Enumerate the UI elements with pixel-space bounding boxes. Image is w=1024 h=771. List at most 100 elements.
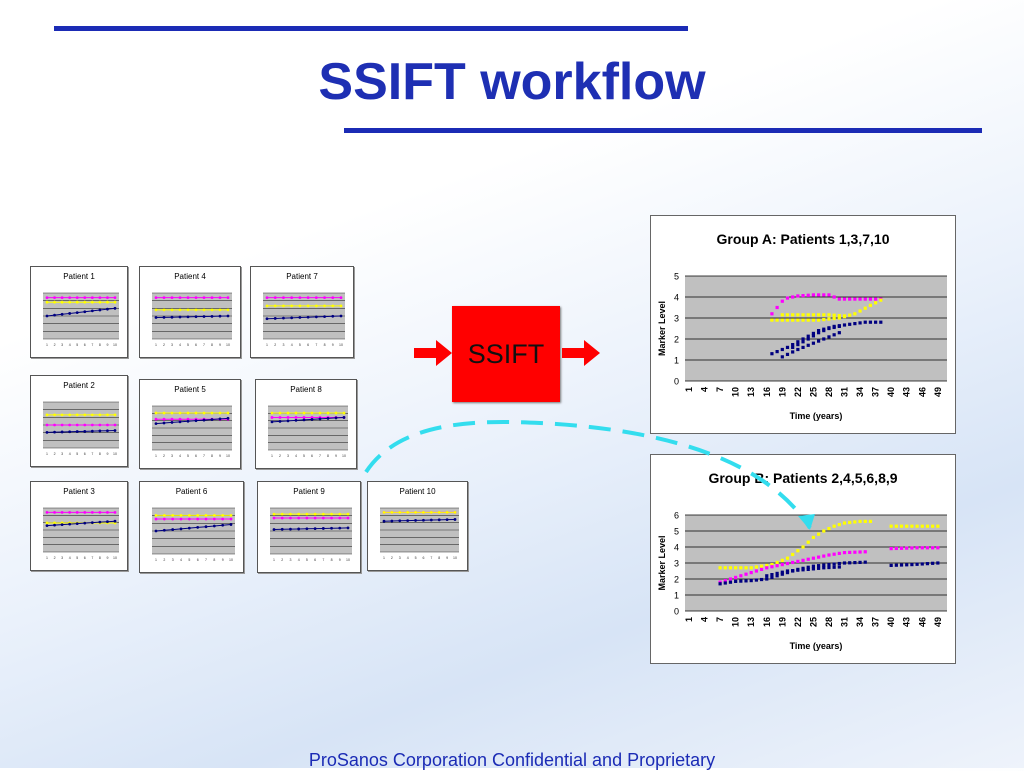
patient-data-point (338, 512, 342, 516)
patient-data-point (45, 413, 49, 417)
data-point (920, 546, 924, 550)
patient-tick-label: 6 (84, 343, 86, 347)
patient-tick-label: 4 (291, 343, 293, 347)
patient-data-point (202, 411, 206, 415)
input-arrow (414, 340, 452, 366)
y-tick-label: 6 (674, 511, 679, 521)
patient-tick-label: 1 (155, 558, 157, 562)
patient-data-point (113, 300, 117, 304)
patient-data-point (305, 512, 309, 516)
data-point (822, 563, 826, 567)
x-tick-label: 16 (762, 617, 772, 627)
x-tick-label: 7 (715, 617, 725, 622)
patient-data-point (98, 520, 102, 524)
data-point (770, 318, 774, 322)
data-point (775, 560, 779, 565)
y-tick-label: 5 (674, 527, 679, 537)
data-point (832, 316, 836, 321)
patient-data-point (113, 306, 117, 310)
patient-tick-label: 5 (76, 452, 78, 456)
data-point (822, 317, 826, 322)
patient-chart-title: Patient 10 (399, 487, 436, 496)
patient-data-point (178, 308, 182, 312)
patient-data-point (382, 519, 386, 523)
data-point (816, 566, 821, 570)
patient-tick-label: 3 (61, 556, 63, 560)
patient-series-line (271, 416, 345, 423)
data-point (816, 293, 821, 297)
patient-data-point (429, 511, 433, 514)
patient-data-point (154, 411, 158, 415)
patient-data-point (154, 296, 158, 299)
data-point (853, 550, 857, 554)
data-point (827, 313, 831, 317)
data-point (806, 540, 810, 544)
patient-tick-label: 7 (205, 558, 207, 562)
patient-data-point (98, 296, 102, 299)
data-point (874, 301, 878, 305)
data-point (899, 524, 904, 528)
patient-data-point (306, 315, 310, 319)
patient-data-point (338, 526, 342, 530)
data-point (791, 552, 795, 557)
patient-data-point (45, 296, 49, 299)
patient-tick-label: 7 (322, 558, 324, 562)
patient-data-point (339, 296, 343, 299)
patient-data-point (178, 420, 182, 424)
patient-data-point (339, 314, 343, 318)
patient-tick-label: 10 (229, 558, 233, 562)
data-point (837, 324, 841, 328)
patient-data-point (162, 296, 166, 299)
data-point (816, 329, 821, 333)
data-point (775, 564, 779, 568)
data-point (936, 546, 940, 550)
ssift-label: SSIFT (467, 338, 545, 369)
data-point (827, 326, 831, 331)
data-point (842, 297, 847, 301)
data-point (759, 564, 764, 568)
patient-data-point (221, 513, 225, 517)
data-point (925, 546, 930, 550)
patient-tick-label: 5 (187, 343, 189, 347)
data-point (899, 563, 904, 567)
patient-tick-label: 4 (69, 343, 71, 347)
patient-data-point (179, 527, 183, 531)
data-point (770, 573, 774, 577)
data-point (801, 545, 805, 549)
patient-data-point (286, 419, 290, 423)
patient-tick-label: 10 (342, 454, 346, 458)
x-tick-label: 13 (746, 387, 756, 397)
data-point (848, 520, 852, 525)
patient-data-point (186, 411, 190, 415)
data-point (744, 566, 748, 570)
patient-data-point (218, 417, 222, 421)
data-point (811, 313, 816, 317)
data-point (791, 560, 795, 565)
data-point (848, 322, 852, 326)
patient-tick-label: 9 (106, 343, 108, 347)
patient-tick-label: 3 (171, 454, 173, 458)
patient-tick-label: 7 (203, 343, 205, 347)
patient-tick-label: 3 (61, 343, 63, 347)
data-point (796, 343, 800, 347)
patient-data-point (330, 526, 333, 530)
data-point (806, 343, 810, 347)
patient-tick-label: 4 (69, 556, 71, 560)
patient-data-point (272, 512, 276, 516)
patient-data-point (330, 516, 333, 520)
patient-tick-label: 6 (311, 454, 313, 458)
patient-tick-label: 9 (339, 558, 341, 562)
patient-data-point (171, 528, 175, 531)
data-point (785, 569, 790, 573)
y-tick-label: 2 (674, 575, 679, 585)
patient-data-point (297, 527, 301, 531)
data-point (899, 546, 904, 550)
patient-data-point (162, 417, 166, 421)
data-point (796, 318, 800, 322)
